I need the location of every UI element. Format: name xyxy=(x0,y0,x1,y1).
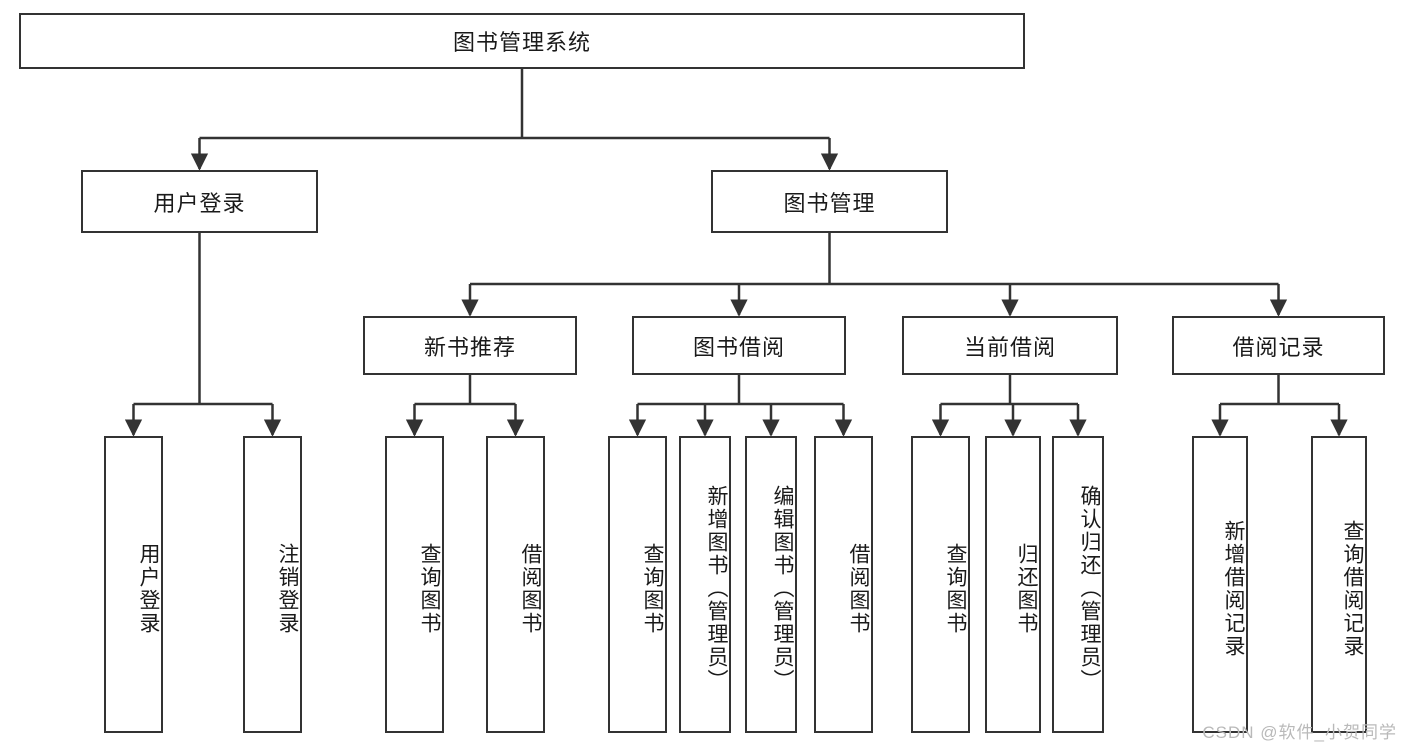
node-new-book-recommend[interactable]: 新书推荐 xyxy=(363,316,577,375)
node-leaf-query-book-borrow-label: 查询图书 xyxy=(641,542,664,635)
node-book-borrow-label: 图书借阅 xyxy=(692,334,785,360)
node-borrow-record-label: 借阅记录 xyxy=(1232,334,1325,360)
node-leaf-add-record[interactable]: 新增借阅记录 xyxy=(1192,436,1248,733)
node-leaf-borrow-book-label: 借阅图书 xyxy=(847,542,870,635)
node-leaf-add-book[interactable]: 新增图书（管理员） xyxy=(679,436,731,733)
node-user-login-label: 用户登录 xyxy=(153,190,246,216)
node-leaf-add-record-label: 新增借阅记录 xyxy=(1222,519,1245,658)
node-current-borrow-label: 当前借阅 xyxy=(963,334,1056,360)
node-leaf-logout[interactable]: 注销登录 xyxy=(243,436,302,733)
node-leaf-confirm-return-label: 确认归还（管理员） xyxy=(1078,485,1101,692)
node-leaf-borrow-book-rec[interactable]: 借阅图书 xyxy=(486,436,545,733)
node-borrow-record[interactable]: 借阅记录 xyxy=(1172,316,1385,375)
node-root[interactable]: 图书管理系统 xyxy=(19,13,1025,69)
node-leaf-query-book-cur[interactable]: 查询图书 xyxy=(911,436,970,733)
node-leaf-user-login-label: 用户登录 xyxy=(137,542,160,635)
node-leaf-borrow-book[interactable]: 借阅图书 xyxy=(814,436,873,733)
node-book-manage-label: 图书管理 xyxy=(783,190,876,216)
node-leaf-edit-book[interactable]: 编辑图书（管理员） xyxy=(745,436,797,733)
node-leaf-borrow-book-rec-label: 借阅图书 xyxy=(519,542,542,635)
node-leaf-edit-book-label: 编辑图书（管理员） xyxy=(771,485,794,692)
node-user-login[interactable]: 用户登录 xyxy=(81,170,318,233)
node-leaf-confirm-return[interactable]: 确认归还（管理员） xyxy=(1052,436,1104,733)
node-root-label: 图书管理系统 xyxy=(452,30,591,55)
node-leaf-query-book-rec[interactable]: 查询图书 xyxy=(385,436,444,733)
node-book-manage[interactable]: 图书管理 xyxy=(711,170,948,233)
node-leaf-return-book[interactable]: 归还图书 xyxy=(985,436,1041,733)
node-leaf-query-book-borrow[interactable]: 查询图书 xyxy=(608,436,667,733)
node-leaf-add-book-label: 新增图书（管理员） xyxy=(705,485,728,692)
node-book-borrow[interactable]: 图书借阅 xyxy=(632,316,846,375)
watermark-text: CSDN @软件_小贺同学 xyxy=(1202,723,1397,742)
node-current-borrow[interactable]: 当前借阅 xyxy=(902,316,1118,375)
node-leaf-query-record-label: 查询借阅记录 xyxy=(1341,519,1364,658)
node-leaf-query-book-rec-label: 查询图书 xyxy=(418,542,441,635)
node-leaf-return-book-label: 归还图书 xyxy=(1015,542,1038,635)
node-leaf-query-book-cur-label: 查询图书 xyxy=(944,542,967,635)
node-new-book-recommend-label: 新书推荐 xyxy=(423,334,516,360)
node-leaf-logout-label: 注销登录 xyxy=(276,542,299,635)
node-leaf-query-record[interactable]: 查询借阅记录 xyxy=(1311,436,1367,733)
node-leaf-user-login[interactable]: 用户登录 xyxy=(104,436,163,733)
